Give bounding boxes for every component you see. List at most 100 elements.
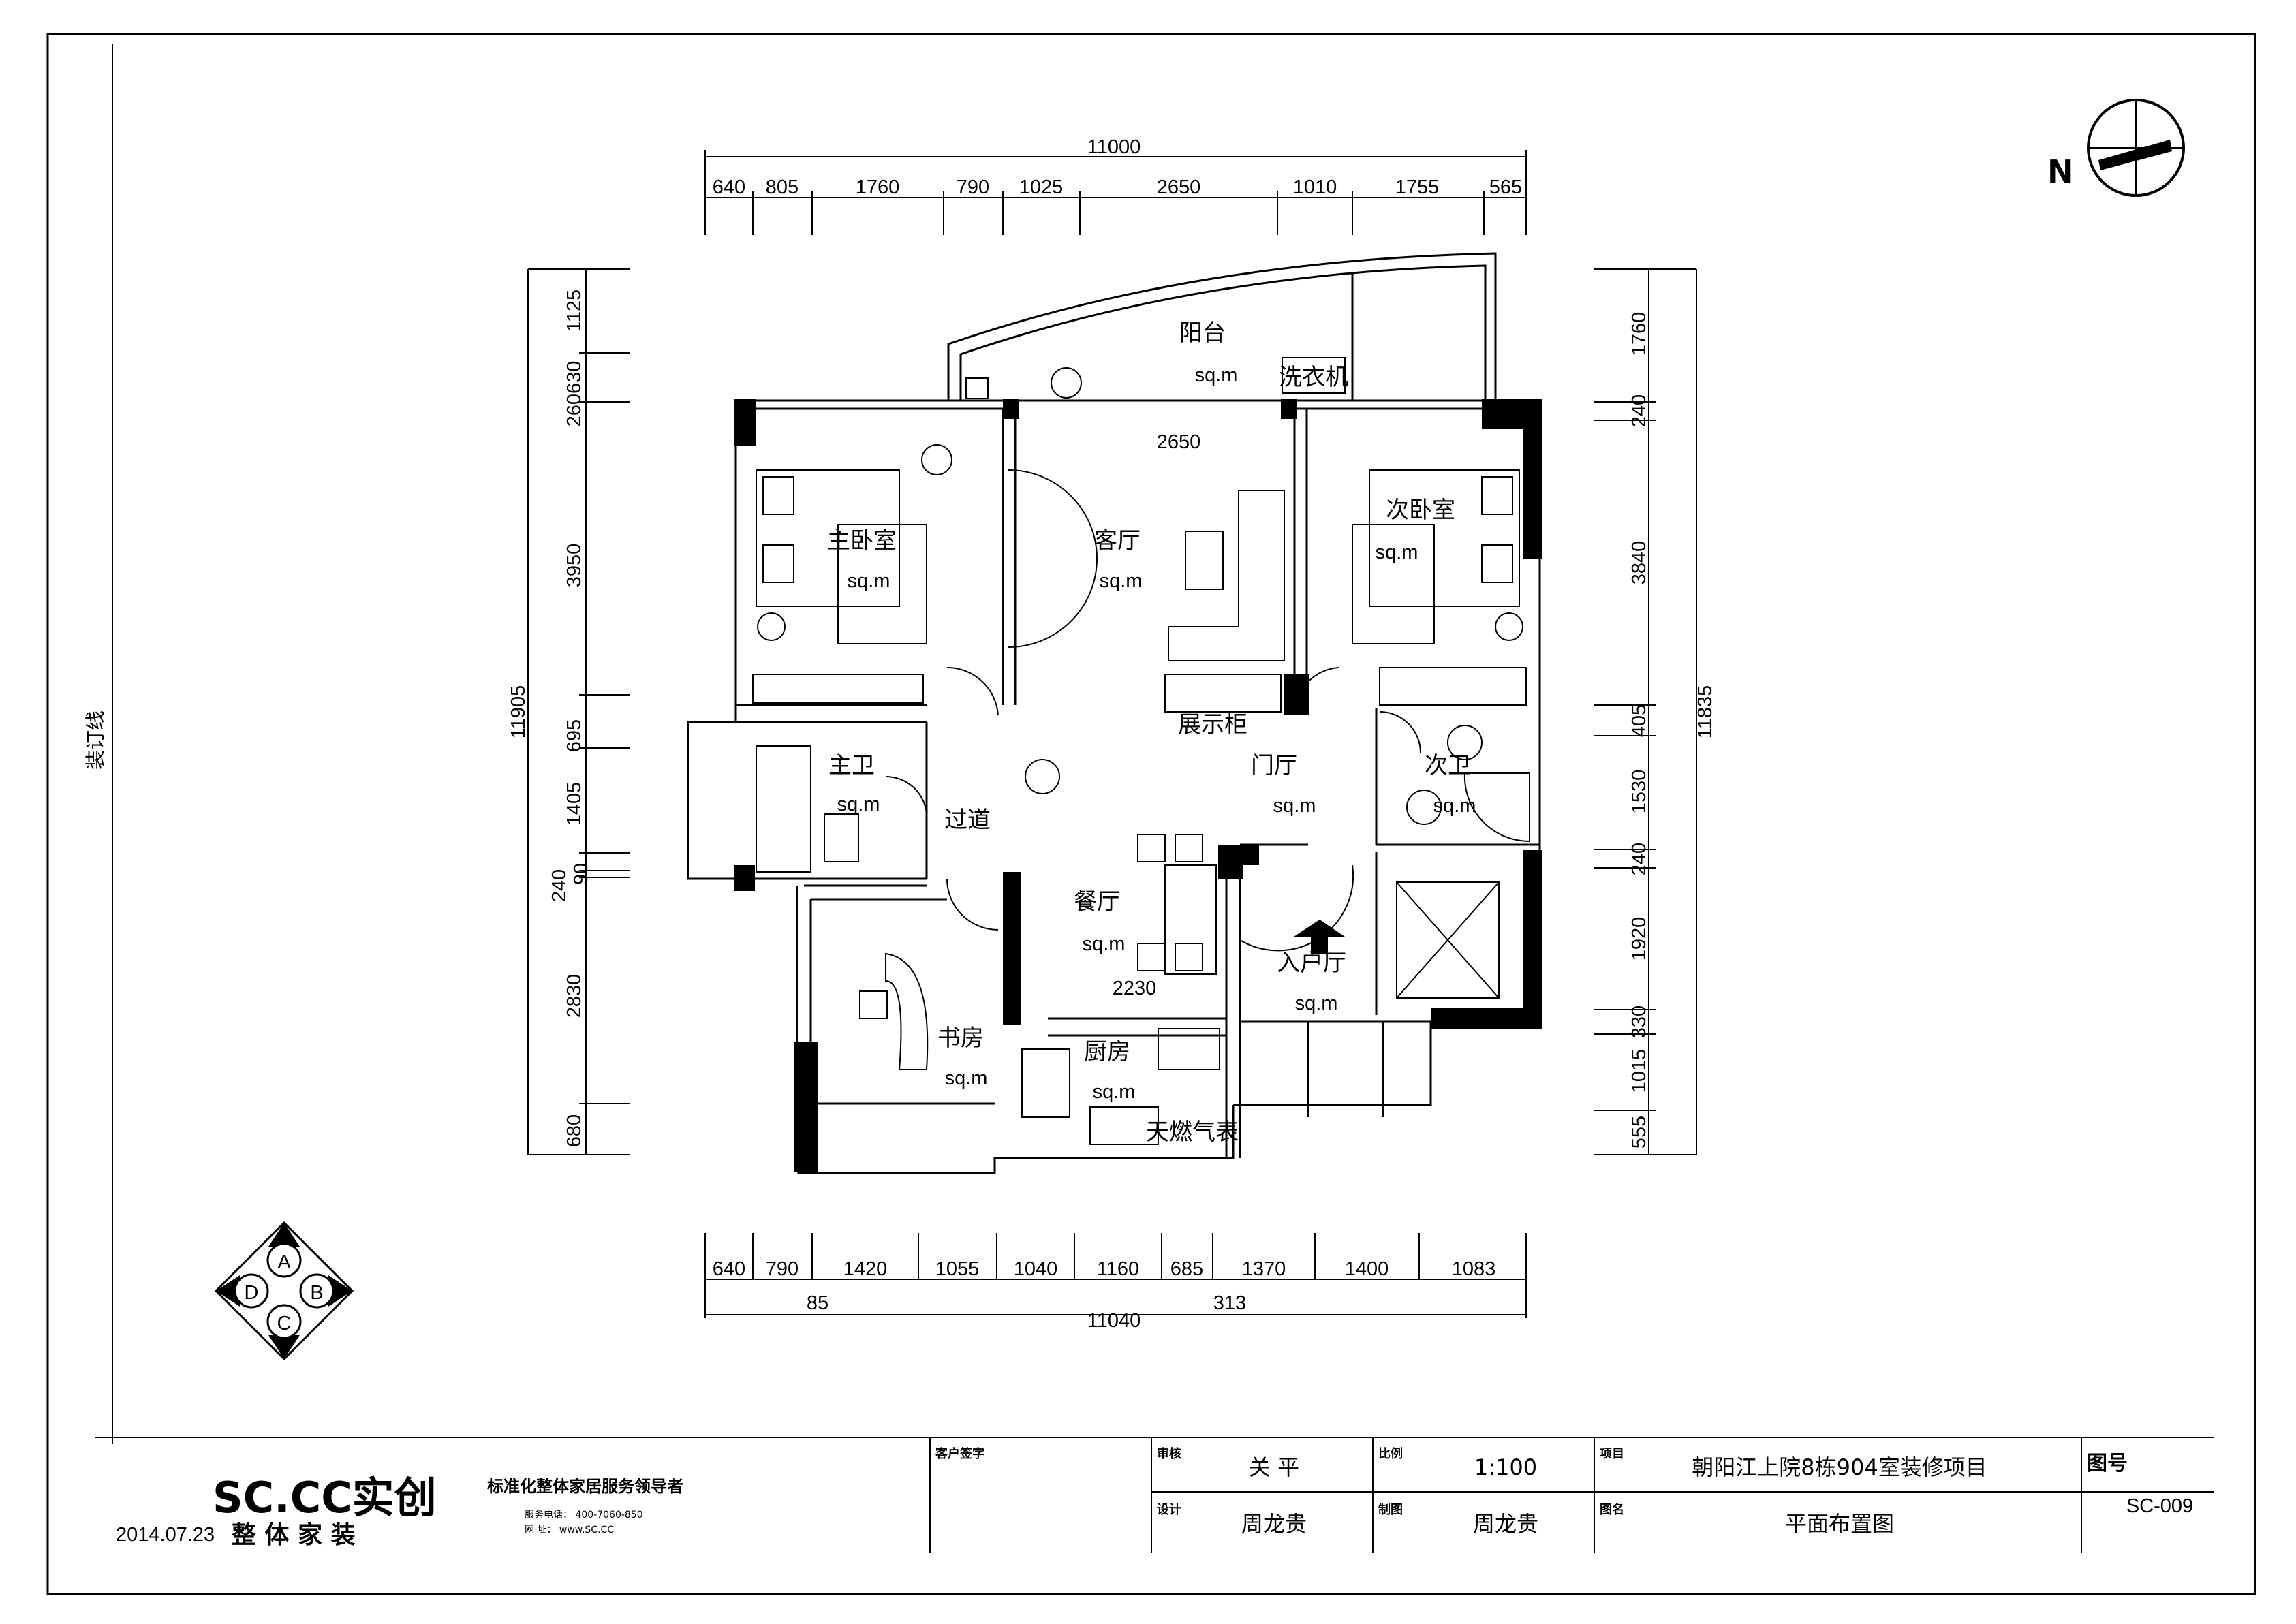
second-bedroom-area: sq.m [1376,542,1418,563]
top-total-dimension: 11000 [1087,136,1141,158]
binding-line-label: 装订线 [84,710,107,770]
company-logo-sub: 整 体 家 装 [232,1521,356,1549]
bottom-total-dimension: 11040 [1087,1310,1141,1332]
scale-value: 1:100 [1474,1454,1537,1480]
top-dimension: 2650 [1157,176,1201,198]
master-bedroom-label: 主卧室 [827,527,897,555]
top-dimension: 640 [713,176,745,198]
top-dimension: 1760 [856,176,900,198]
drawing-number-value: SC-009 [2126,1495,2193,1517]
room-labels: 阳台 sq.m 洗衣机 主卧室 sq.m 客厅 sq.m 次卧室 sq.m 展示… [827,319,1476,1146]
right-dimension-labels: 11835 1760 240 3840 405 1530 240 1920 33… [1628,312,1716,1149]
foyer-label: 门厅 [1251,752,1297,779]
left-dimension-lines [527,268,630,1155]
left-dimension: 2830 [563,974,585,1018]
bottom-dimension: 1420 [843,1258,888,1280]
draft-value: 周龙贵 [1473,1511,1538,1537]
client-signature-label: 客户签字 [935,1446,984,1461]
elevator-icon [1396,881,1500,999]
scale-label: 比例 [1378,1446,1403,1461]
top-dimension: 565 [1489,176,1522,198]
door-swing-icon [885,775,927,815]
living-room-label: 客厅 [1094,527,1141,555]
company-website: 网 址： www.SC.CC [525,1525,614,1535]
lamp-icon [1495,612,1523,641]
foyer-area: sq.m [1273,795,1316,817]
title-block-grid [95,1437,2214,1553]
bottom-dimension: 790 [766,1258,798,1280]
balcony-label: 阳台 [1179,319,1226,347]
study-label: 书房 [937,1025,984,1052]
bottom-dimension-lines [704,1233,1527,1318]
review-label: 审核 [1157,1446,1181,1461]
master-rug-icon [837,524,927,644]
elevation-index-icon: A B C D [214,1221,354,1361]
master-bath-area: sq.m [837,794,880,815]
washbasin-icon [1447,725,1483,760]
top-dimension: 1755 [1395,176,1440,198]
master-bath-label: 主卫 [828,752,875,779]
bottom-sub-dimension: 313 [1213,1292,1246,1314]
top-dimension-labels: 11000 640 805 1760 790 1025 2650 1010 17… [713,136,1522,198]
top-dimension: 1010 [1293,176,1337,198]
bathtub-icon [756,745,811,873]
project-label: 项目 [1600,1447,1624,1461]
company-phone: 服务电话： 400-7060-850 [525,1510,643,1520]
right-dimension: 330 [1628,1005,1650,1038]
chair-icon [859,990,888,1019]
legend-c: C [277,1313,292,1334]
plant-icon [1025,759,1060,794]
left-dimension: 695 [563,719,585,752]
entry-hall-area: sq.m [1295,993,1338,1014]
right-dimension: 240 [1628,394,1650,427]
left-dimension-labels: 11905 1125 260630 3950 695 1405 240 90 2… [508,290,592,1147]
second-bath-area: sq.m [1433,795,1476,817]
bottom-dimension: 640 [713,1258,745,1280]
door-swing-icon [1379,711,1421,753]
wardrobe-icon [1379,667,1527,706]
right-dimension: 1920 [1628,917,1650,961]
washer-label: 洗衣机 [1279,364,1348,391]
left-dimension: 240 [548,869,570,902]
right-dimension: 555 [1628,1116,1650,1149]
right-dimension: 405 [1628,704,1650,737]
second-bath-label: 次卫 [1425,752,1471,779]
bottom-sub-dimension: 85 [807,1292,828,1314]
fridge-icon [1158,1028,1220,1070]
bottom-dimension: 1400 [1345,1258,1389,1280]
inner-dimension: 2650 [1157,431,1201,453]
title-block: SC.CC实创 整 体 家 装 标准化整体家居服务领导者 服务电话： 400-7… [116,1446,2193,1549]
bottom-dimension: 1370 [1242,1258,1286,1280]
door-swing-icon [946,666,999,716]
right-dimension-lines [1594,268,1697,1155]
dining-table-icon [1164,864,1217,975]
right-dimension: 1530 [1628,770,1650,814]
washbasin-icon [1051,367,1082,399]
toilet-icon [824,813,859,862]
structural-columns [734,399,1542,1172]
bottom-dimension: 1160 [1097,1258,1139,1280]
second-bedroom-label: 次卧室 [1386,497,1455,524]
right-dimension: 1760 [1628,312,1650,356]
design-value: 周龙贵 [1241,1511,1307,1537]
right-dimension: 1015 [1628,1049,1650,1093]
washer-icon [1282,357,1346,394]
master-bed-icon [756,469,900,607]
right-dimension: 240 [1628,843,1650,875]
right-total-dimension: 11835 [1694,685,1716,739]
door-swing-icon [1239,864,1354,952]
bottom-dimension-labels: 640 790 1420 1055 1040 1160 685 1370 140… [713,1258,1495,1332]
dining-label: 餐厅 [1074,888,1120,916]
wardrobe-icon [752,674,924,704]
north-compass-icon: N [2047,99,2185,197]
design-label: 设计 [1157,1502,1181,1517]
left-dimension: 260630 [563,361,585,427]
bottom-dimension: 685 [1170,1258,1203,1280]
inner-dimension: 2230 [1113,978,1157,999]
balcony-area: sq.m [1195,364,1238,386]
top-dimension: 805 [766,176,798,198]
living-room-area: sq.m [1100,570,1143,592]
stove-icon [1021,1048,1070,1118]
kitchen-area: sq.m [1093,1081,1136,1103]
